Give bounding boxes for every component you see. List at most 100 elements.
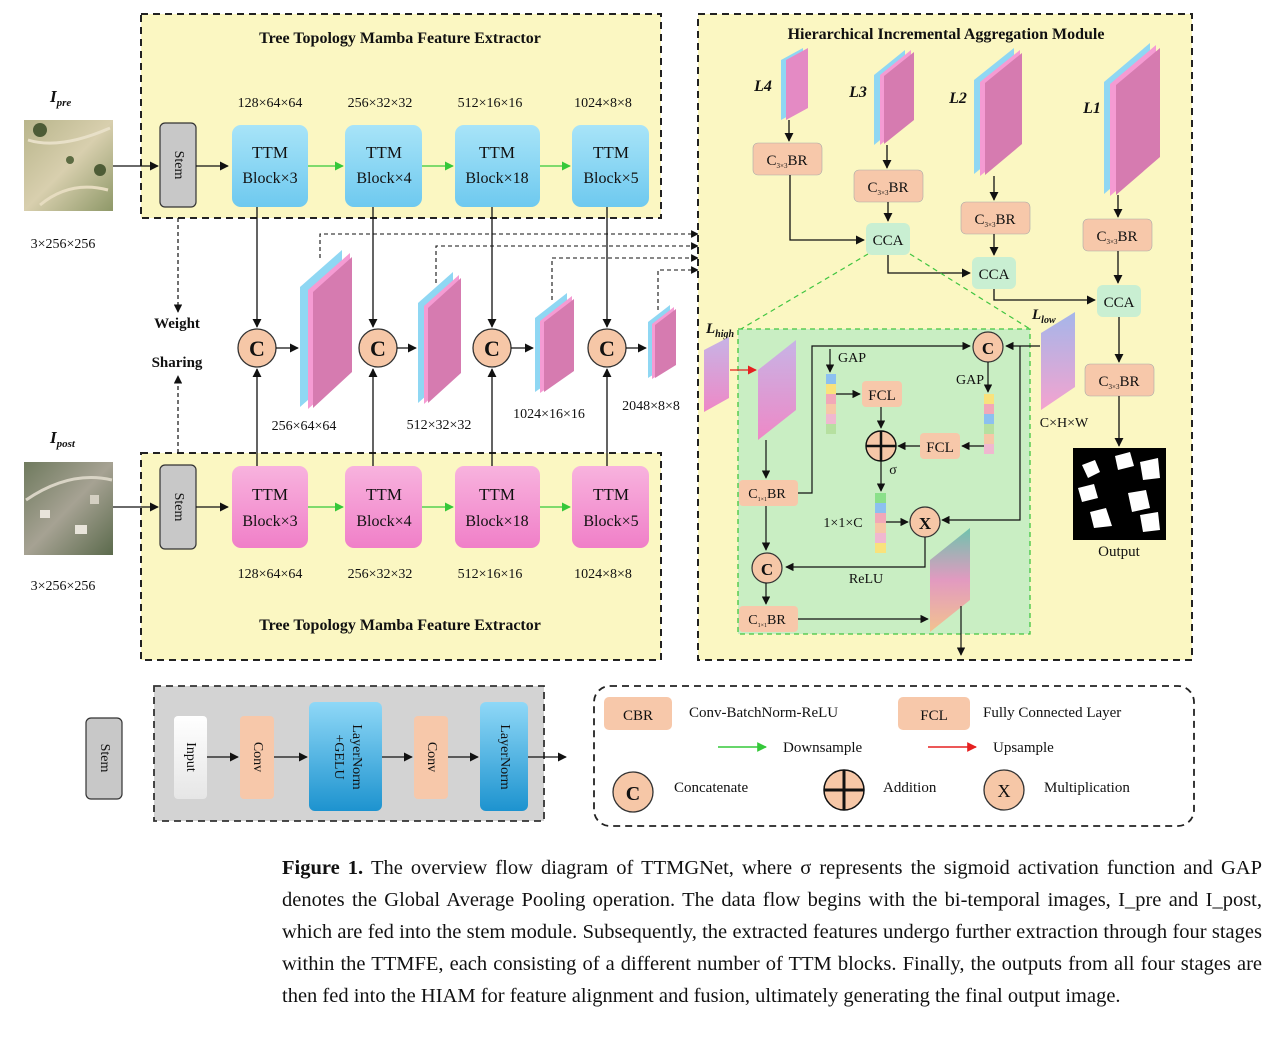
svg-text:C: C xyxy=(484,336,500,361)
svg-text:C3×3BR: C3×3BR xyxy=(1097,229,1138,246)
svg-text:TTM: TTM xyxy=(366,143,402,162)
svg-text:C: C xyxy=(761,560,773,579)
concat-c-glyph: C xyxy=(982,339,994,358)
level-slab-l1 xyxy=(1104,43,1160,196)
sharing-label: Sharing xyxy=(152,355,203,371)
onebyone-label: 1×1×C xyxy=(823,516,862,531)
svg-text:FCL: FCL xyxy=(926,440,954,456)
svg-text:TTM: TTM xyxy=(593,143,629,162)
legend-upsample-label: Upsample xyxy=(993,740,1054,756)
cca-box-3: CCA xyxy=(1097,285,1141,317)
ttm-block-bottom-1: TTM Block×3 xyxy=(232,466,308,548)
svg-text:CCA: CCA xyxy=(873,233,904,249)
svg-text:Block×3: Block×3 xyxy=(242,513,297,530)
svg-text:CBR: CBR xyxy=(623,708,653,724)
svg-text:Block×4: Block×4 xyxy=(356,513,411,530)
legend-panel xyxy=(593,685,1195,827)
input-pre-image xyxy=(24,120,113,211)
gap-label-right: GAP xyxy=(956,373,984,388)
ttm-block-top-4: TTM Block×5 xyxy=(572,125,649,207)
legend-fcl-box: FCL xyxy=(898,697,970,730)
output-label: Output xyxy=(1098,544,1141,560)
bottom-dim-1: 128×64×64 xyxy=(238,567,303,582)
svg-text:C: C xyxy=(249,336,265,361)
l-high-upsampled-slab xyxy=(758,340,796,440)
feature-slab-3 xyxy=(535,293,574,393)
cbr1-box-1: C1×1BR xyxy=(739,480,798,506)
channel-vector-sigma xyxy=(875,493,886,553)
level-slab-l2 xyxy=(974,48,1022,176)
svg-text:X: X xyxy=(998,781,1011,801)
svg-text:Block×18: Block×18 xyxy=(465,513,528,530)
sigma-label: σ xyxy=(889,463,897,478)
level-label-l4: L4 xyxy=(753,78,772,95)
stem-input-box: Input xyxy=(174,716,207,799)
input-post-label: Ipost xyxy=(49,428,76,450)
svg-text:TTM: TTM xyxy=(479,485,515,504)
level-label-l3: L3 xyxy=(848,84,867,101)
addition-icon xyxy=(865,430,897,462)
feature-slab-1 xyxy=(300,250,352,409)
concat-dim-2: 512×32×32 xyxy=(407,418,472,433)
ttm-block-top-3: TTM Block×18 xyxy=(455,125,540,207)
svg-text:C: C xyxy=(599,336,615,361)
ttm-block-bottom-4: TTM Block×5 xyxy=(572,466,649,548)
figure-caption: Figure 1. The overview flow diagram of T… xyxy=(282,852,1262,1012)
input-post-dims: 3×256×256 xyxy=(31,579,96,594)
cbr3-box-l2: C3×3BR xyxy=(960,201,1031,235)
l-low-label: Llow xyxy=(1031,307,1056,326)
weight-label: Weight xyxy=(154,316,200,332)
svg-text:Stem: Stem xyxy=(171,493,186,522)
concat-circle-2: C xyxy=(358,328,398,368)
level-label-l2: L2 xyxy=(948,90,967,107)
cbr1-box-2: C1×1BR xyxy=(739,606,798,632)
legend-concat-label: Concatenate xyxy=(674,780,748,796)
level-slab-l3 xyxy=(874,50,914,145)
legend-downsample-label: Downsample xyxy=(783,740,862,756)
svg-text:Block×5: Block×5 xyxy=(583,513,638,530)
svg-text:Stem: Stem xyxy=(97,744,112,773)
cbr3-box-l1: C3×3BR xyxy=(1082,218,1153,252)
svg-text:CCA: CCA xyxy=(1104,295,1135,311)
svg-text:C: C xyxy=(370,336,386,361)
concat-circle-3: C xyxy=(472,328,512,368)
stem-top: Stem xyxy=(159,122,197,208)
svg-text:Block×4: Block×4 xyxy=(356,170,411,187)
fcl-box-1: FCL xyxy=(862,381,902,407)
channel-vector-right xyxy=(984,394,994,454)
l-high-slab xyxy=(704,337,729,412)
chw-label: C×H×W xyxy=(1040,416,1089,431)
svg-text:Block×5: Block×5 xyxy=(583,170,638,187)
concat-dim-3: 1024×16×16 xyxy=(513,407,585,422)
l-high-label: Lhigh xyxy=(705,321,735,340)
top-dim-3: 512×16×16 xyxy=(458,96,523,111)
input-pre-dims: 3×256×256 xyxy=(31,237,96,252)
input-pre-label: Ipre xyxy=(49,87,71,109)
legend-addition-label: Addition xyxy=(883,780,937,796)
legend-cbr-desc: Conv-BatchNorm-ReLU xyxy=(689,705,838,721)
svg-text:C3×3BR: C3×3BR xyxy=(868,180,909,197)
svg-text:CCA: CCA xyxy=(979,267,1010,283)
legend-fcl-desc: Fully Connected Layer xyxy=(983,705,1121,721)
cbr3-box-final: C3×3BR xyxy=(1084,363,1155,397)
legend-concat-icon: C xyxy=(612,771,654,813)
bottom-dim-3: 512×16×16 xyxy=(458,567,523,582)
stem-conv-box-1: Conv xyxy=(240,716,274,799)
svg-text:Input: Input xyxy=(183,742,198,772)
svg-text:C3×3BR: C3×3BR xyxy=(767,153,808,170)
ttm-block-bottom-3: TTM Block×18 xyxy=(455,466,540,548)
svg-text:FCL: FCL xyxy=(920,708,948,724)
concat-circle-4: C xyxy=(587,328,627,368)
ttm-block-bottom-2: TTM Block×4 xyxy=(345,466,422,548)
ttm-block-top-2: TTM Block×4 xyxy=(345,125,422,207)
legend-addition-icon xyxy=(823,769,865,811)
concat-circle-detail-top: C xyxy=(972,331,1004,363)
top-dim-4: 1024×8×8 xyxy=(574,96,632,111)
cca-box-1: CCA xyxy=(866,223,910,255)
svg-text:LayerNorm: LayerNorm xyxy=(349,724,364,789)
l-low-slab xyxy=(1041,312,1075,410)
feature-slab-4 xyxy=(648,305,676,379)
cbr3-box-l4: C3×3BR xyxy=(752,142,823,176)
caption-text: The overview flow diagram of TTMGNet, wh… xyxy=(282,857,1262,1007)
level-label-l1: L1 xyxy=(1082,100,1101,117)
